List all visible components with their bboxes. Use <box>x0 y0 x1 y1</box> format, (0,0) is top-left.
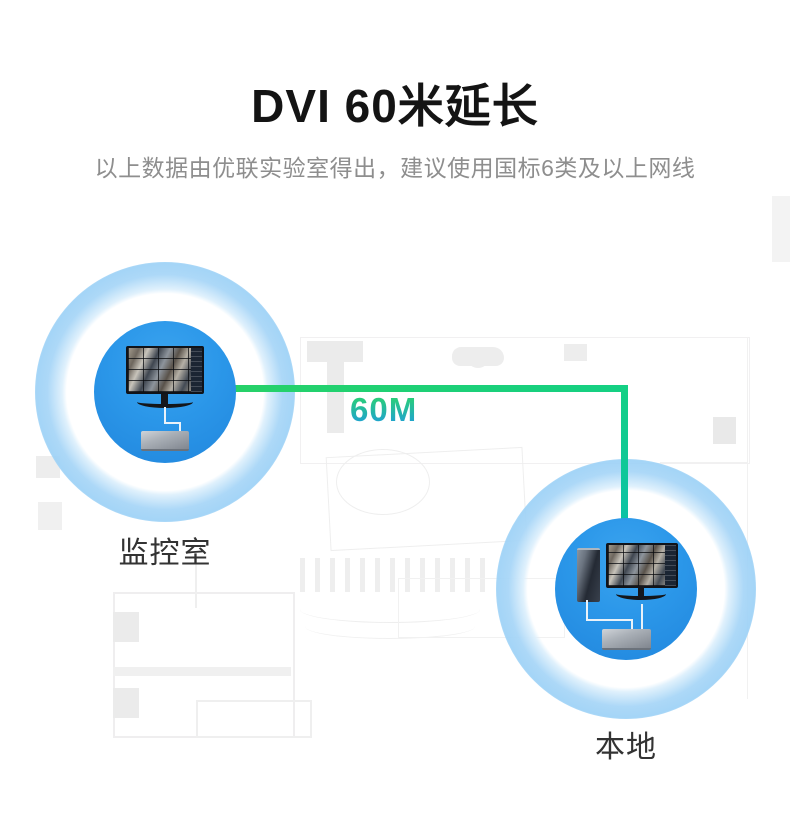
cable-vertical-segment <box>621 385 628 522</box>
monitor-base-icon <box>137 396 193 408</box>
floorplan-shape <box>196 700 312 738</box>
floorplan-shape <box>327 360 344 433</box>
cable-icon <box>641 604 643 630</box>
cable-icon <box>179 422 181 433</box>
floorplan-shape <box>38 502 62 530</box>
floorplan-shape <box>300 337 750 464</box>
page-subtitle: 以上数据由优联实验室得出，建议使用国标6类及以上网线 <box>94 155 696 181</box>
floorplan-shape <box>305 614 475 639</box>
floorplan-shape <box>660 462 748 463</box>
floorplan-shape <box>113 612 139 642</box>
floorplan-shape <box>36 456 60 478</box>
floorplan-shape <box>747 337 748 699</box>
floorplan-shape <box>564 344 587 361</box>
cable-icon <box>164 422 181 424</box>
cable-icon <box>586 619 633 621</box>
monitor-base-icon <box>616 588 666 600</box>
floorplan-shape <box>307 341 363 362</box>
cable-icon <box>164 407 166 424</box>
extender-box-icon <box>602 629 651 650</box>
floorplan-shape <box>772 196 790 262</box>
floorplan-shape <box>336 449 430 515</box>
floorplan-shape <box>113 688 139 718</box>
surveillance-monitor-icon <box>126 346 204 394</box>
page-title: DVI 60米延长 <box>251 80 539 132</box>
surveillance-monitor-icon <box>606 543 678 588</box>
pc-tower-icon <box>577 548 600 602</box>
floorplan-shape <box>468 352 488 368</box>
floorplan-shape <box>300 558 486 592</box>
monitoring-room-label: 监控室 <box>118 537 212 570</box>
cable-icon <box>631 619 633 630</box>
floorplan-shape <box>113 667 291 676</box>
cable-length-label: 60M <box>350 391 418 428</box>
local-label: 本地 <box>595 731 657 764</box>
floorplan-shape <box>195 558 197 608</box>
cable-icon <box>586 600 588 621</box>
extender-box-icon <box>141 431 189 451</box>
cable-horizontal-segment <box>228 385 628 392</box>
floorplan-shape <box>713 417 736 444</box>
